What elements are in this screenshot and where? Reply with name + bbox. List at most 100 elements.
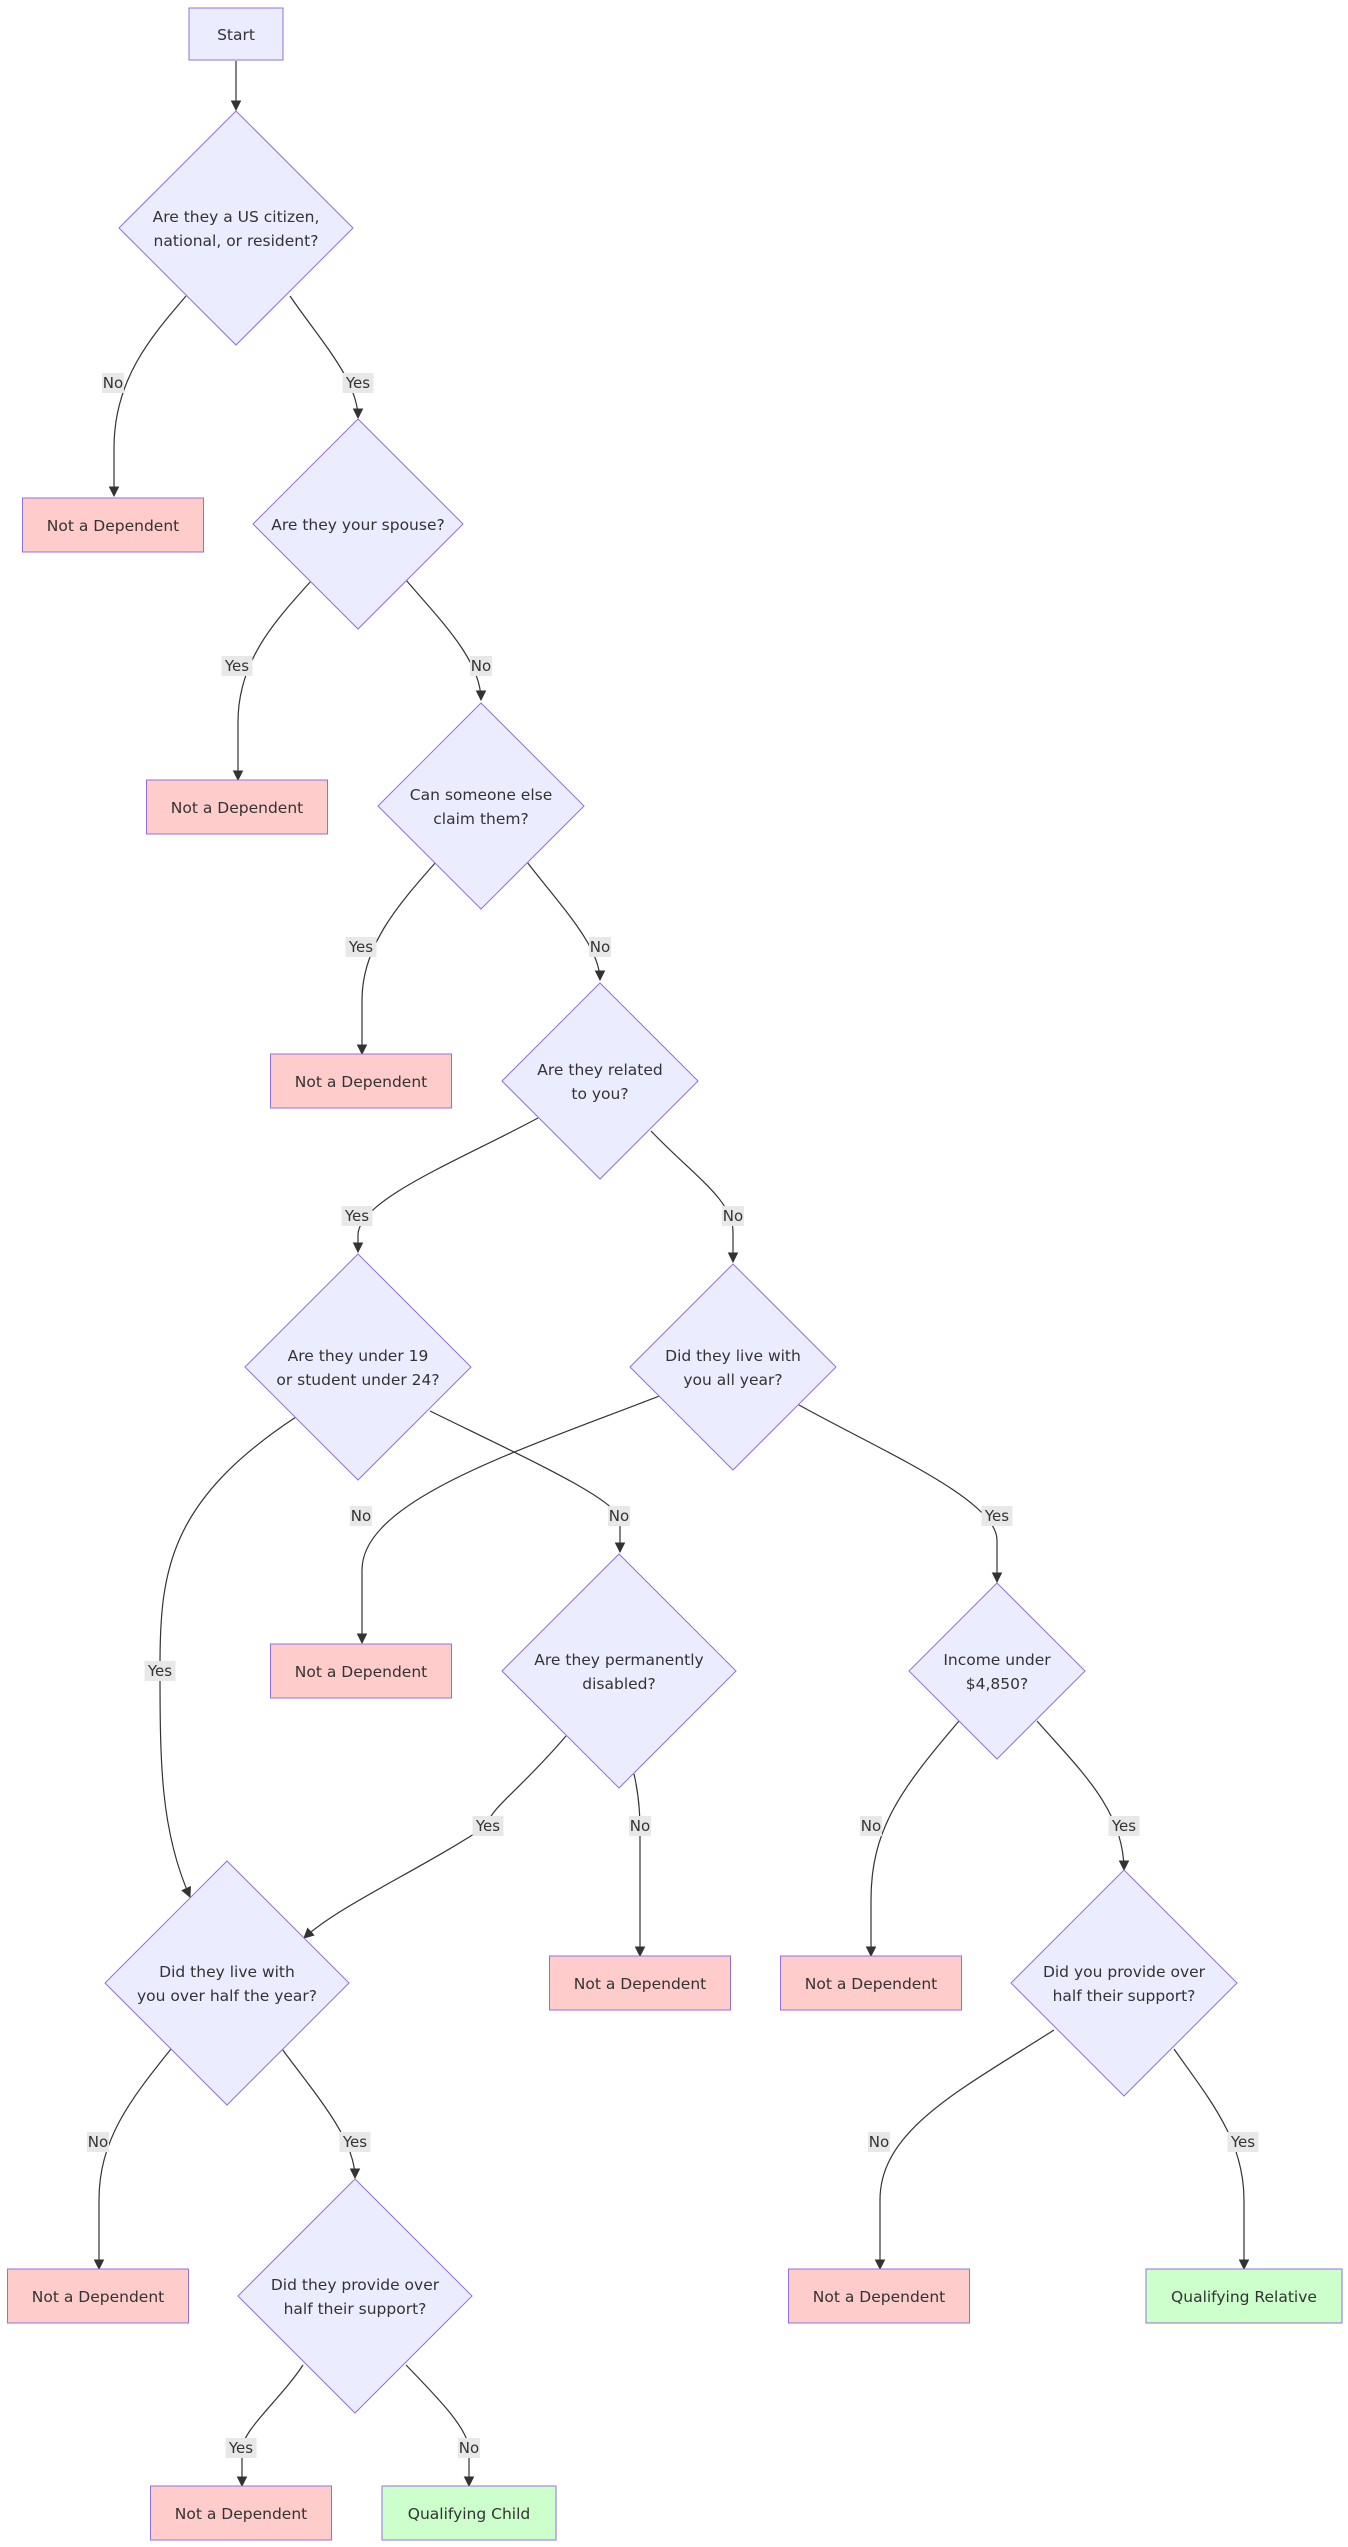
node-label-line: Not a Dependent <box>32 2288 164 2306</box>
edge-label: Yes <box>342 373 374 393</box>
edge-label-text: Yes <box>345 374 370 392</box>
node-label-line: $4,850? <box>966 1675 1028 1693</box>
edge-label-background <box>458 2438 480 2458</box>
node-nd7: Not a Dependent <box>7 2268 189 2324</box>
edge-label-text: Yes <box>475 1817 500 1835</box>
edge-label-background <box>341 1206 373 1226</box>
edge-label-text: Yes <box>348 938 373 956</box>
node-label-line: Not a Dependent <box>813 2288 945 2306</box>
node-label-line: Did they provide over <box>271 2276 440 2294</box>
edge-label-text: No <box>459 2439 479 2457</box>
negative-outcome-box <box>270 1053 452 1109</box>
edge-under19-to-disabled <box>429 1410 626 1554</box>
edge-label: No <box>87 2132 109 2152</box>
node-nd8: Not a Dependent <box>788 2268 970 2324</box>
node-nd6: Not a Dependent <box>780 1955 962 2011</box>
edge-label-background <box>629 1816 651 1836</box>
node-label-line: Not a Dependent <box>295 1073 427 1091</box>
edge-citizen-to-spouse <box>289 295 364 420</box>
negative-outcome-box <box>22 497 204 553</box>
node-label-line: Not a Dependent <box>47 517 179 535</box>
node-nd4: Not a Dependent <box>270 1643 452 1699</box>
decision-diamond <box>237 2178 473 2414</box>
edge-label: No <box>589 937 611 957</box>
node-label-line: or student under 24? <box>276 1371 439 1389</box>
edge-label: No <box>629 1816 651 1836</box>
edge-label-background <box>342 373 374 393</box>
node-citizen: Are they a US citizen,national, or resid… <box>118 110 354 346</box>
edge-label: Yes <box>339 2132 371 2152</box>
edge-spouse-to-someone_else <box>405 579 487 702</box>
edge-label-background <box>350 1506 372 1526</box>
edge-live_all_year-to-income <box>798 1404 1003 1584</box>
edge-label-background <box>1227 2132 1259 2152</box>
node-label-line: Are they a US citizen, <box>153 208 320 226</box>
edge-label-background <box>472 1816 504 1836</box>
negative-outcome-box <box>150 2485 332 2541</box>
edge-label-text: No <box>630 1817 650 1835</box>
edge-label-text: Yes <box>1111 1817 1136 1835</box>
edges-layer <box>93 61 1250 2488</box>
edge-label: No <box>868 2132 890 2152</box>
decision-diamond <box>629 1263 837 1471</box>
node-label-line: Start <box>217 26 255 44</box>
decision-diamond <box>501 1553 737 1789</box>
edge-someone_else-to-related <box>526 861 606 982</box>
decision-diamond <box>501 982 699 1180</box>
edge-label-text: Yes <box>984 1507 1009 1525</box>
edge-label-background <box>102 373 124 393</box>
edge-label-background <box>339 2132 371 2152</box>
edge-label-text: No <box>590 938 610 956</box>
node-income: Income under $4,850? <box>908 1582 1086 1760</box>
node-label-line: Did you provide over <box>1043 1963 1206 1981</box>
edge-label-text: No <box>351 1507 371 1525</box>
edge-label-text: Yes <box>342 2133 367 2151</box>
node-label-line: Not a Dependent <box>574 1975 706 1993</box>
positive-outcome-box <box>1145 2268 1343 2324</box>
node-start: Start <box>188 7 284 61</box>
decision-diamond <box>377 702 585 910</box>
node-they-support: Did they provide over half their support? <box>237 2178 473 2414</box>
edge-label-text: No <box>861 1817 881 1835</box>
edge-related-to-live_all_year <box>650 1130 739 1264</box>
node-label-line: Did they live with <box>159 1963 295 1981</box>
edge-label: Yes <box>1108 1816 1140 1836</box>
node-nd2: Not a Dependent <box>146 779 328 835</box>
node-label-line: disabled? <box>582 1675 655 1693</box>
edge-label: No <box>102 373 124 393</box>
positive-outcome-box <box>381 2485 557 2541</box>
node-label-line: half their support? <box>284 2300 427 2318</box>
node-qualifying-relative: Qualifying Relative <box>1145 2268 1343 2324</box>
node-label-line: Not a Dependent <box>805 1975 937 1993</box>
decision-diamond <box>908 1582 1086 1760</box>
negative-outcome-box <box>780 1955 962 2011</box>
edge-label-text: No <box>103 374 123 392</box>
edge-label-background <box>1108 1816 1140 1836</box>
edge-live_half_year-to-nd7 <box>93 2048 172 2271</box>
node-label-line: Income under <box>943 1651 1051 1669</box>
edge-label-text: No <box>609 1507 629 1525</box>
node-nd3: Not a Dependent <box>270 1053 452 1109</box>
node-label-line: Are they your spouse? <box>271 516 444 534</box>
edge-label-background <box>722 1206 744 1226</box>
node-nd5: Not a Dependent <box>549 1955 731 2011</box>
node-label-line: to you? <box>571 1085 628 1103</box>
decision-diamond <box>1010 1869 1238 2097</box>
edge-label: Yes <box>144 1661 176 1681</box>
edge-disabled-to-nd5 <box>633 1773 646 1958</box>
edge-label-text: No <box>471 657 491 675</box>
node-label-line: Not a Dependent <box>175 2505 307 2523</box>
decision-diamond <box>244 1253 472 1481</box>
edge-label-background <box>470 656 492 676</box>
edge-label-background <box>225 2438 257 2458</box>
node-label-line: Qualifying Relative <box>1171 2288 1317 2306</box>
node-spouse: Are they your spouse? <box>252 418 464 630</box>
edge-label: No <box>470 656 492 676</box>
node-label-line: Can someone else <box>410 786 553 804</box>
